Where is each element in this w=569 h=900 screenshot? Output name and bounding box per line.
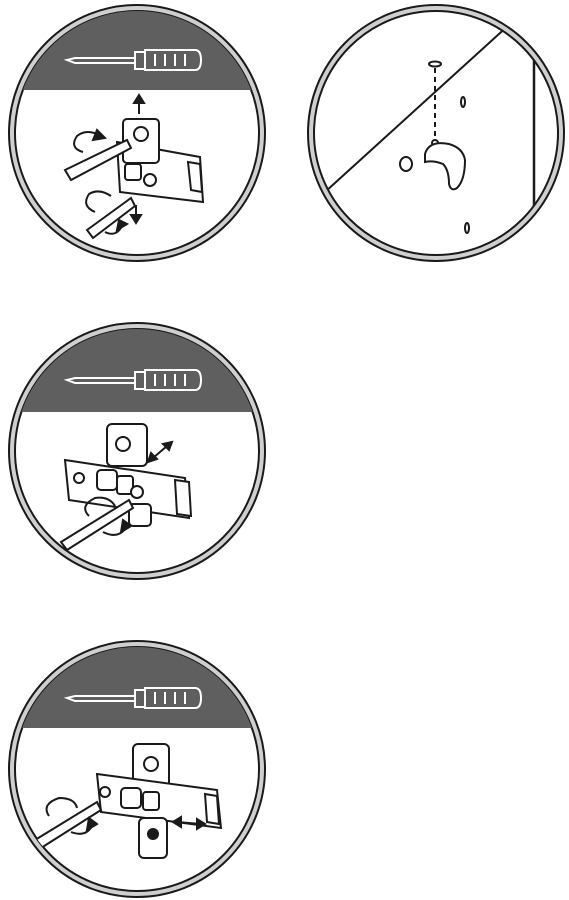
hinge-depth-diagram (5, 320, 270, 582)
panel-hinge-side-adjust (5, 638, 270, 900)
panel-shelf-support-insert (305, 2, 567, 264)
panel-hinge-vertical-adjust (5, 2, 270, 264)
hinge-side-diagram (5, 638, 270, 900)
hinge-vertical-diagram (5, 2, 270, 264)
panel-hinge-depth-adjust (5, 320, 270, 582)
shelf-support-diagram (305, 2, 567, 264)
